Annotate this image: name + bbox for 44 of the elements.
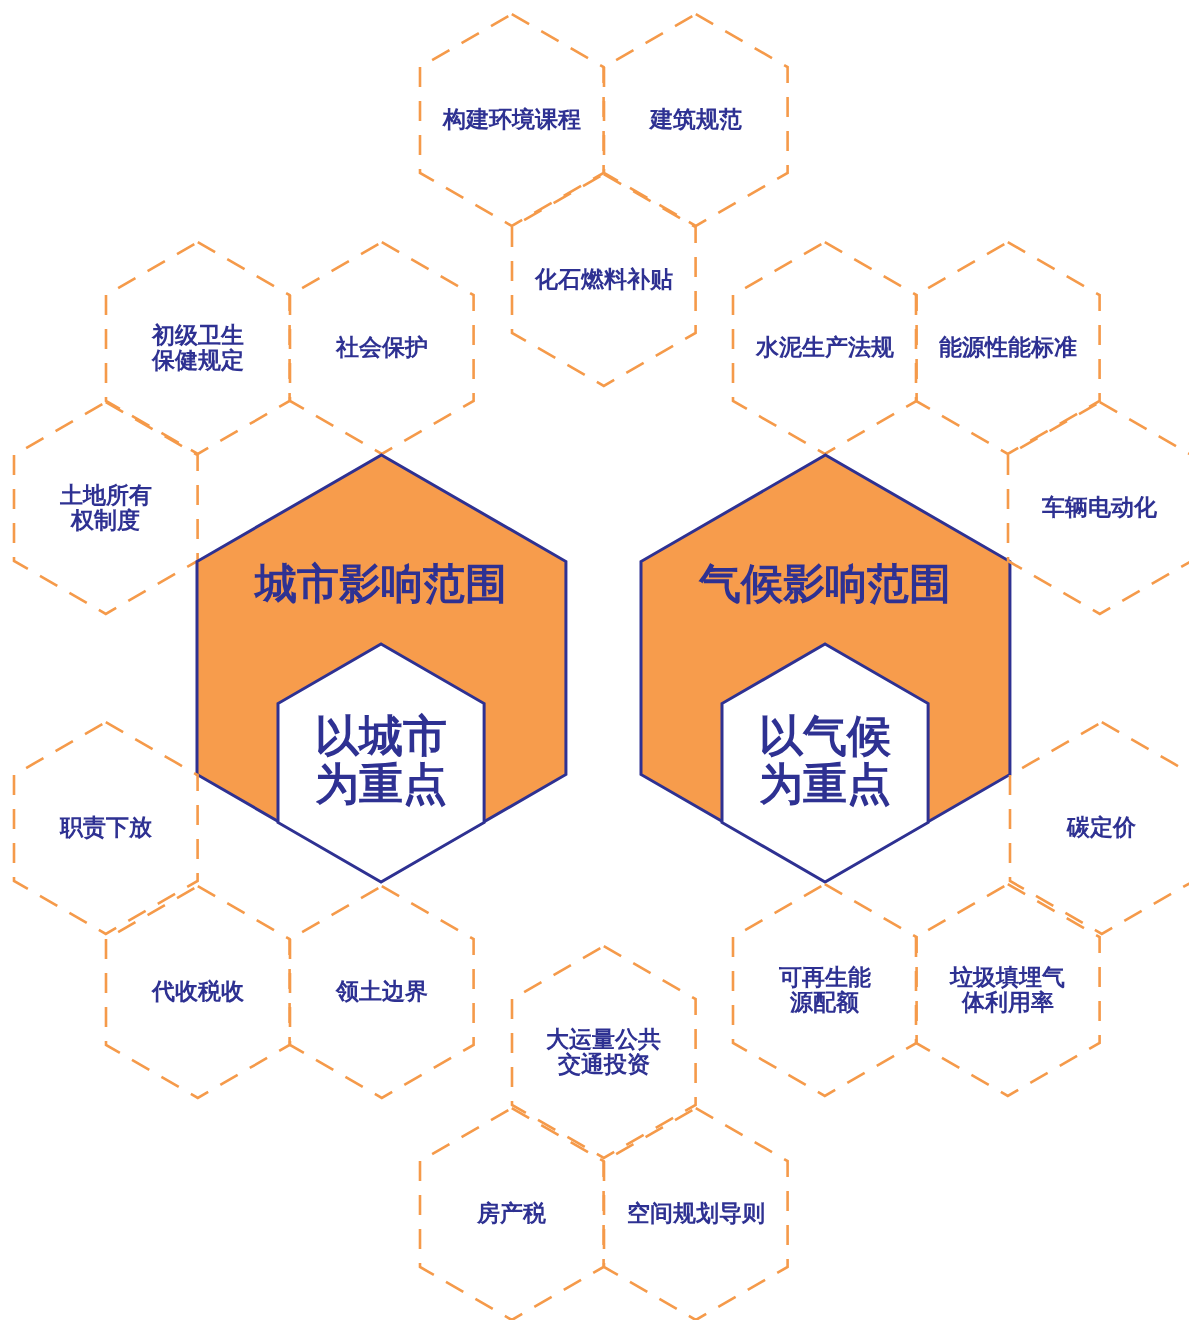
hexagon — [420, 14, 604, 226]
hexagon — [721, 644, 929, 882]
hexagon — [106, 242, 290, 454]
hexagon — [420, 1108, 604, 1320]
hexagon — [604, 14, 788, 226]
hexagon-label: 空间规划导则 — [626, 1201, 766, 1227]
hexagon — [106, 886, 290, 1098]
hexagon-label: 能源性能标准 — [938, 335, 1078, 361]
hexagon — [277, 644, 485, 882]
hexagon — [1008, 402, 1189, 614]
hexagon-label: 城市影响范围 — [253, 560, 508, 608]
hexagon-label: 职责下放 — [58, 815, 153, 841]
hexagon-label: 水泥生产法规 — [754, 335, 895, 361]
hexagon-label: 车辆电动化 — [1041, 495, 1159, 521]
hexagon — [640, 455, 1010, 881]
hexagon — [1010, 722, 1189, 934]
hexagon-label: 碳定价 — [1065, 815, 1138, 841]
hexagon-label: 初级卫生保健规定 — [150, 322, 245, 374]
hexagon-label: 以城市为重点 — [314, 711, 448, 809]
hexagon — [512, 174, 696, 386]
hexagon — [290, 886, 474, 1098]
hexagon-label: 土地所有权制度 — [59, 482, 153, 534]
hexagon — [196, 455, 566, 881]
hexagon-label: 以气候为重点 — [758, 711, 892, 809]
hexagon-label: 垃圾填埋气体利用率 — [948, 964, 1067, 1016]
hexagon-label: 社会保护 — [334, 335, 429, 361]
hexagon-label: 代收税收 — [150, 979, 245, 1005]
hexagon-label: 构建环境课程 — [441, 107, 582, 133]
hexagon-label: 房产税 — [476, 1201, 548, 1227]
hexagon-label: 建筑规范 — [648, 107, 743, 133]
hexagon — [604, 1108, 788, 1320]
hexagon — [916, 242, 1100, 454]
hexagon — [733, 242, 917, 454]
hexagon-label: 领土边界 — [334, 979, 429, 1005]
hexagon — [290, 242, 474, 454]
hexagon — [916, 884, 1100, 1096]
hexagon — [733, 884, 917, 1096]
hexagon — [512, 946, 696, 1158]
hexagon — [14, 722, 198, 934]
hexagon-label: 大运量公共交通投资 — [545, 1026, 663, 1078]
hexagon-label: 气候影响范围 — [697, 560, 952, 608]
hexagon-label: 可再生能源配额 — [778, 964, 872, 1016]
hexagon — [14, 402, 198, 614]
hexagon-label: 化石燃料补贴 — [533, 267, 674, 293]
